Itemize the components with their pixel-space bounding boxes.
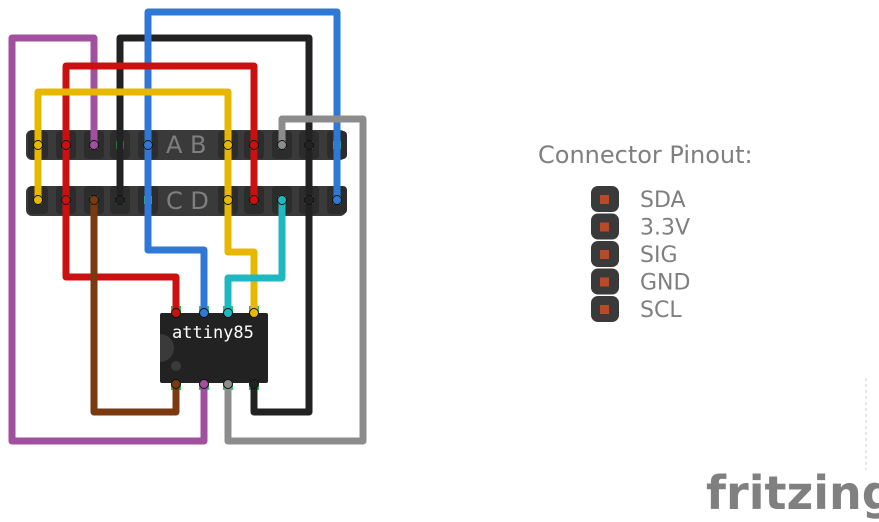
wire-endpoint <box>115 195 125 205</box>
wire-endpoint <box>171 308 181 318</box>
wire-endpoint <box>223 140 233 150</box>
header-body <box>26 130 346 160</box>
header-row-1 <box>26 130 346 160</box>
wire-brown[interactable] <box>90 196 180 416</box>
legend-pin-contact <box>600 277 609 287</box>
legend-pin-label: SCL <box>640 298 682 323</box>
wire-endpoint <box>304 195 314 205</box>
legend-pin-label: GND <box>640 271 690 296</box>
wire-endpoint <box>304 140 314 150</box>
wire-endpoint <box>33 140 43 150</box>
header-row-2-label: C D <box>166 187 209 215</box>
wire-endpoint <box>249 308 259 318</box>
chip-label: attiny85 <box>172 323 254 343</box>
legend-pin-label: SDA <box>640 188 686 213</box>
wire-endpoint <box>223 308 233 318</box>
wire-endpoint <box>89 195 99 205</box>
wire-endpoint <box>171 379 181 389</box>
pin1-marker <box>171 361 181 371</box>
wire-endpoint <box>332 195 342 205</box>
legend-title: Connector Pinout: <box>538 141 753 169</box>
wire-endpoint <box>249 379 259 389</box>
wire-endpoint <box>199 308 209 318</box>
header-row-1-label: A B <box>166 131 207 159</box>
legend-pin-contact <box>600 305 609 314</box>
legend-pin-connector <box>591 186 619 322</box>
header-body <box>26 186 346 216</box>
legend-pin-contact <box>600 222 609 232</box>
chip-body <box>160 313 268 383</box>
wire-yellow[interactable] <box>34 88 258 317</box>
wire-blue-b[interactable] <box>144 141 208 317</box>
wire-endpoint <box>249 140 259 150</box>
wire-endpoint <box>61 195 71 205</box>
header-row-2 <box>26 186 346 216</box>
wire-cyan[interactable] <box>224 196 286 317</box>
legend-pin-contact <box>600 250 609 259</box>
fritzing-logo: fritzing <box>706 466 879 520</box>
wire-purple[interactable] <box>8 34 208 445</box>
wires <box>8 8 367 445</box>
wire-endpoint <box>277 195 287 205</box>
legend-pin-label: SIG <box>640 243 678 268</box>
attiny85-chip[interactable]: attiny85 <box>160 313 268 383</box>
wire-endpoint <box>61 140 71 150</box>
wire-endpoints <box>33 140 342 389</box>
wire-endpoint <box>199 379 209 389</box>
chip-notch <box>160 334 174 362</box>
wire-endpoint <box>33 195 43 205</box>
wire-blue-a[interactable] <box>144 8 341 204</box>
wire-endpoint <box>223 195 233 205</box>
wire-gray[interactable] <box>224 115 367 445</box>
wire-endpoint <box>277 140 287 150</box>
legend-pin-label: 3.3V <box>640 216 690 241</box>
legend-pin-contact <box>600 195 609 204</box>
wire-endpoint <box>89 140 99 150</box>
wire-endpoint <box>143 140 153 150</box>
wire-endpoint <box>249 195 259 205</box>
wire-endpoint <box>223 379 233 389</box>
